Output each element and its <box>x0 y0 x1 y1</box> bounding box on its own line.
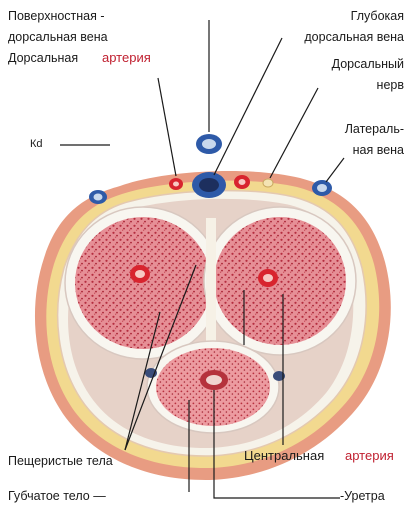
label-deep-vein-1: Глубокая <box>351 9 404 24</box>
right-cavernous-body <box>214 217 346 345</box>
label-lateral-vein-2: ная вена <box>353 143 404 158</box>
left-ventral-vessel <box>145 368 157 378</box>
right-lateral-vein-lumen <box>317 184 327 192</box>
leader-dorsal-artery <box>158 78 176 176</box>
label-skin: Кd <box>30 137 43 152</box>
septum <box>206 218 216 346</box>
label-dorsal-artery-2: артерия <box>102 50 151 65</box>
left-dorsal-artery-lumen <box>173 182 179 187</box>
left-cavernous-body <box>75 217 211 349</box>
label-superficial-vein-2: дорсальная вена <box>8 30 108 45</box>
leader-dorsal-nerve <box>270 88 318 178</box>
label-urethra: -Уретра <box>340 489 385 504</box>
label-spongy-body: Губчатое тело — <box>8 489 106 504</box>
label-superficial-vein-1: Поверхностная - <box>8 9 105 24</box>
leader-deep-vein <box>214 38 282 175</box>
left-central-artery-lumen <box>135 270 145 278</box>
superficial-dorsal-vein-lumen <box>202 139 216 149</box>
label-dorsal-nerve-2: нерв <box>377 78 404 93</box>
right-dorsal-artery-lumen <box>239 179 246 185</box>
right-central-artery-lumen <box>263 274 273 282</box>
label-dorsal-nerve-1: Дорсальный <box>332 57 404 72</box>
label-cavernous-bodies: Пещеристые тела <box>8 454 113 469</box>
dorsal-nerve <box>263 179 273 187</box>
label-lateral-vein-1: Латераль- <box>345 122 404 137</box>
label-deep-vein-2: дорсальная вена <box>304 30 404 45</box>
label-central-artery-2: артерия <box>345 448 394 463</box>
leader-lateral-vein <box>326 158 344 182</box>
label-central-artery-1: Центральная <box>244 448 324 463</box>
label-dorsal-artery-1: Дорсальная <box>8 51 78 66</box>
urethra-inner <box>206 375 222 385</box>
left-lateral-vein-lumen <box>94 194 103 201</box>
deep-dorsal-vein-lumen <box>199 178 219 192</box>
